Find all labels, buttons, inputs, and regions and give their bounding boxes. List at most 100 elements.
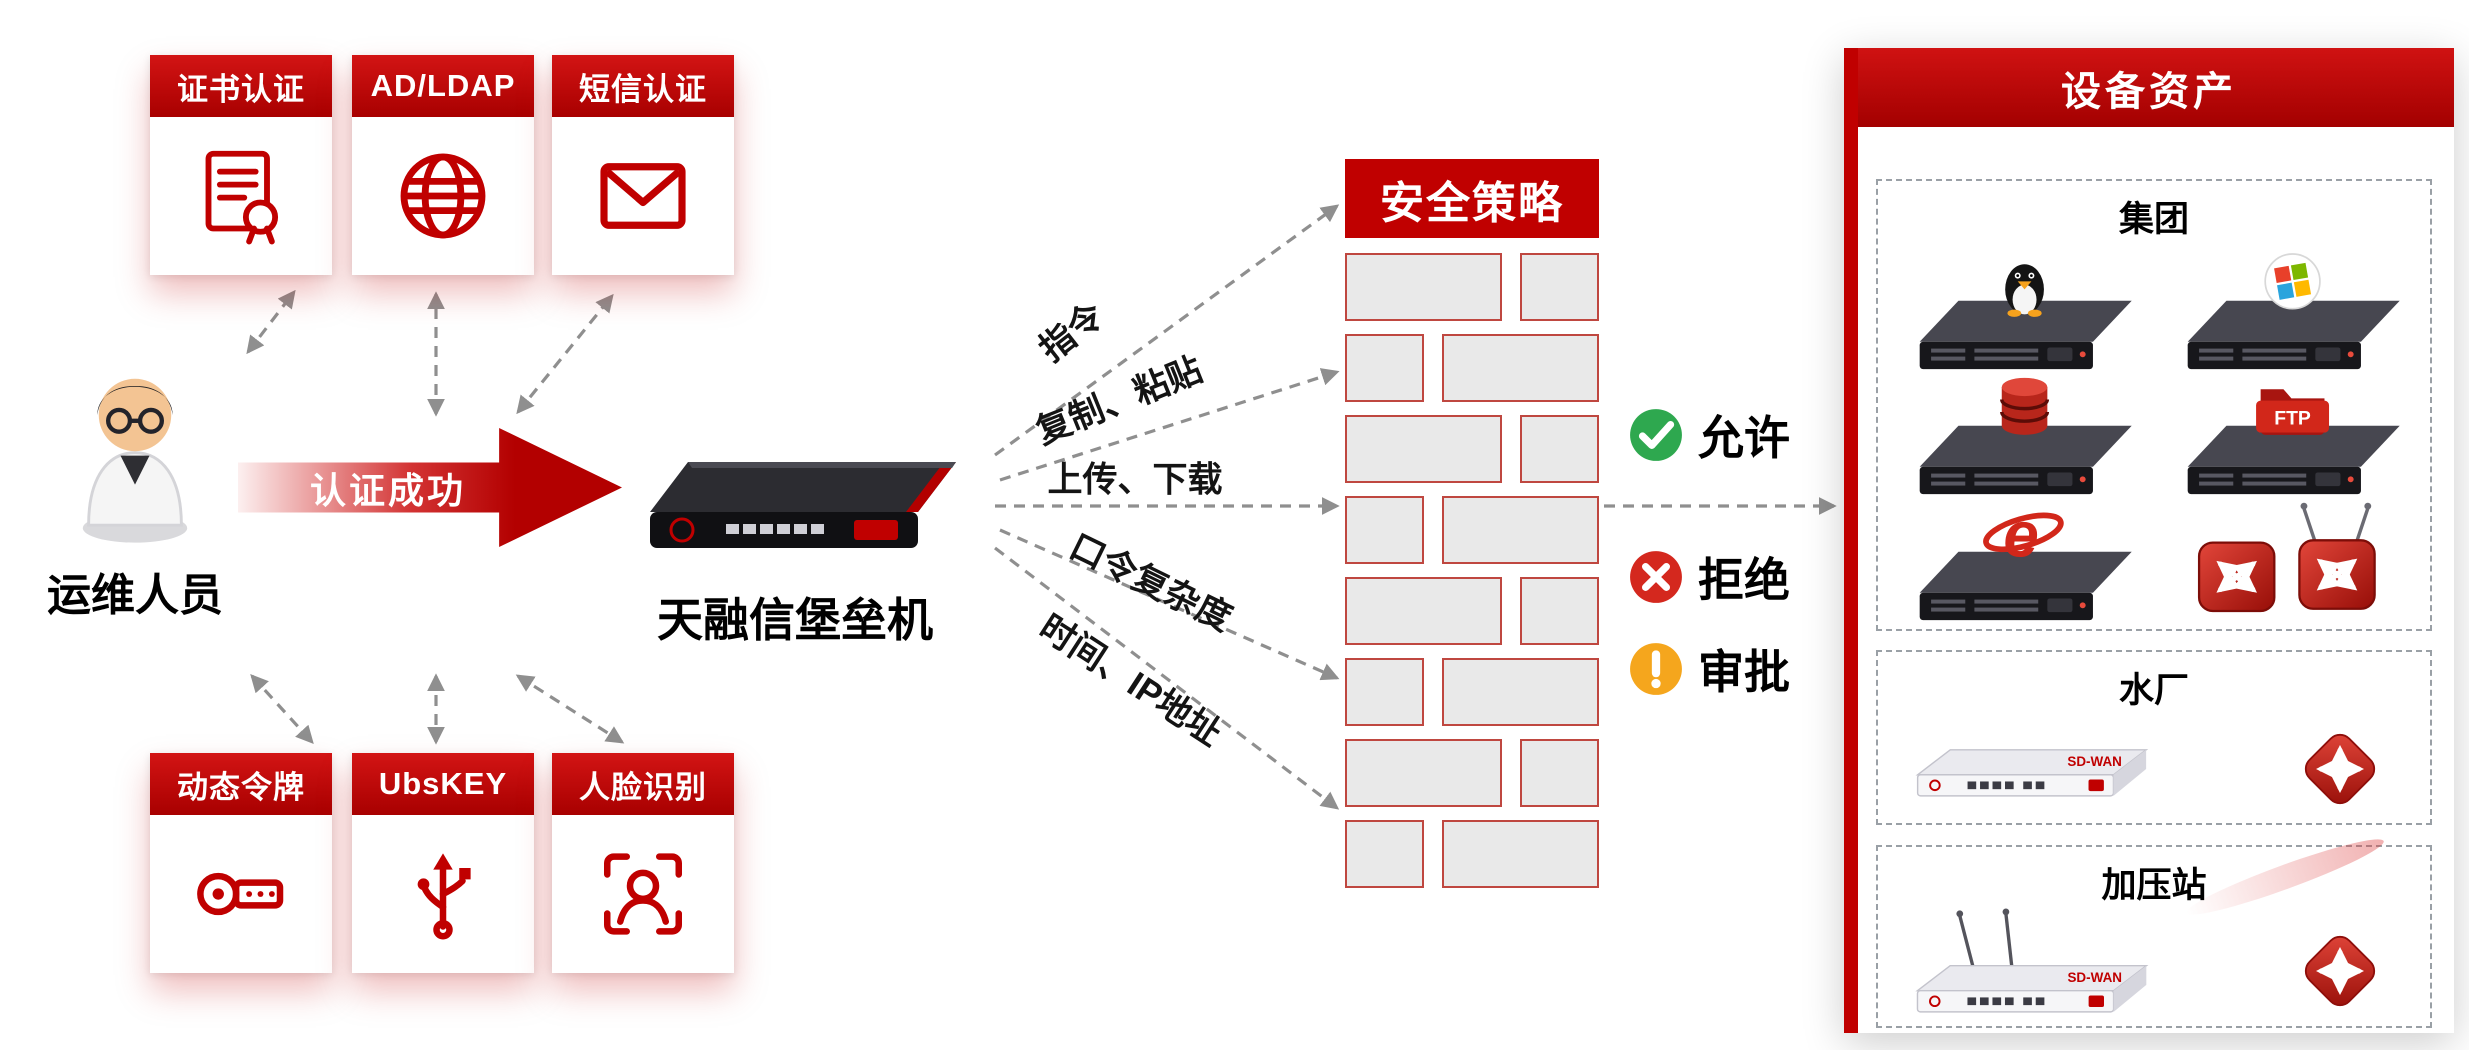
assets-panel-accent-stripe [1844, 48, 1858, 1033]
asset-group-jituan: 集团 [1876, 179, 2432, 631]
asset-group-shuichang: 水厂 SD-WAN [1876, 650, 2432, 825]
auth-card-ubskey: UbsKEY [352, 753, 534, 973]
security-wall-bricks [1345, 238, 1599, 888]
ie-badge-text: e [2003, 498, 2039, 570]
security-wall: 安全策略 [1345, 159, 1599, 904]
arrow-bastion-wall-command [994, 204, 1340, 457]
asset-group-shuichang-row: SD-WAN [1878, 713, 2430, 839]
arrow-person-sms [516, 293, 614, 415]
allow-check-icon [1630, 409, 1682, 461]
mail-icon [600, 163, 686, 229]
globe-icon [400, 153, 486, 239]
ftp-server-icon: FTP [2187, 389, 2400, 495]
brick [1345, 739, 1503, 807]
decision-approve-label: 审批 [1698, 646, 1790, 698]
arrow-bastion-wall-timeip [994, 546, 1340, 810]
brick [1345, 577, 1503, 645]
router-cube-1 [2197, 541, 2276, 612]
router-cube-2 [2298, 502, 2376, 610]
operator-label: 运维人员 [47, 571, 223, 620]
bastion-device-icon [650, 450, 968, 548]
ie-badge: e [1983, 498, 2064, 570]
windows-badge [2264, 253, 2321, 310]
brick [1345, 253, 1503, 321]
brick [1345, 415, 1503, 483]
linux-server-icon [1919, 264, 2132, 370]
decision-allow: 允许 [1628, 402, 1790, 468]
auth-card-face: 人脸识别 [552, 753, 734, 973]
bastion-figure: 天融信堡垒机 [600, 432, 990, 650]
operator-person-icon [82, 378, 188, 543]
firewall-diamond-icon [2304, 935, 2376, 1006]
brick [1441, 334, 1599, 402]
sdwan-wireless-device-icon: SD-WAN [1915, 908, 2149, 1013]
firewall-diamond-icon [2304, 733, 2376, 805]
brick [1441, 820, 1599, 888]
auth-card-adldap-body [352, 117, 534, 275]
brick [1520, 253, 1599, 321]
windows-server-icon [2187, 253, 2400, 370]
assets-panel: 设备资产 集团 [1844, 48, 2454, 1033]
auth-success-label: 认证成功 [310, 469, 467, 511]
decision-deny-label: 拒绝 [1698, 554, 1790, 606]
arrow-bastion-wall-copypaste [999, 368, 1340, 482]
database-server-icon [1919, 378, 2132, 495]
brick [1520, 577, 1599, 645]
brick [1441, 658, 1599, 726]
sparkles [665, 450, 968, 542]
auth-card-certificate-title: 证书认证 [150, 55, 332, 117]
decision-allow-label: 允许 [1698, 412, 1790, 464]
auth-card-certificate-body [150, 117, 332, 275]
router-cubes-icon [2197, 502, 2376, 612]
sdwan-badge-text: SD-WAN [2067, 970, 2122, 985]
face-recognition-icon [604, 853, 682, 935]
asset-group-jituan-grid: FTP e [1878, 242, 2430, 632]
approve-exclaim-icon [1630, 643, 1682, 695]
auth-card-face-title: 人脸识别 [552, 753, 734, 815]
usb-key-icon [417, 853, 471, 940]
auth-card-adldap: AD/LDAP [352, 55, 534, 275]
auth-card-sms-title: 短信认证 [552, 55, 734, 117]
brick [1345, 658, 1424, 726]
ie-server-icon: e [1919, 498, 2132, 620]
brick [1345, 820, 1424, 888]
arrow-person-face [515, 674, 625, 744]
brick [1345, 334, 1424, 402]
sdwan-chassis: SD-WAN [1915, 964, 2149, 1013]
sdwan-badge-text: SD-WAN [2067, 754, 2122, 769]
certificate-icon [205, 150, 279, 245]
ftp-badge-text: FTP [2274, 408, 2311, 430]
decision-deny: 拒绝 [1628, 544, 1790, 610]
security-wall-title: 安全策略 [1345, 159, 1599, 238]
auth-card-certificate: 证书认证 [150, 55, 332, 275]
brick [1520, 415, 1599, 483]
decision-approve: 审批 [1628, 636, 1790, 702]
ftp-badge: FTP [2256, 389, 2330, 436]
brick [1520, 739, 1599, 807]
sdwan-device-icon: SD-WAN [1915, 749, 2149, 797]
auth-card-ubskey-title: UbsKEY [352, 753, 534, 815]
arrow-bastion-wall-password [999, 528, 1340, 681]
asset-group-jiayazhan: 加压站 SD-WAN [1876, 829, 2432, 1028]
asset-group-shuichang-label: 水厂 [2118, 671, 2189, 710]
asset-group-jituan-label: 集团 [2118, 200, 2189, 239]
brick [1345, 496, 1424, 564]
bastion-label: 天融信堡垒机 [657, 594, 933, 646]
linux-penguin-badge [2005, 264, 2044, 317]
auth-card-otp-token-body [150, 815, 332, 973]
auth-card-otp-token-title: 动态令牌 [150, 753, 332, 815]
arrow-person-token [250, 674, 314, 744]
asset-group-jiayazhan-row: SD-WAN [1878, 908, 2430, 1047]
auth-card-otp-token: 动态令牌 [150, 753, 332, 973]
auth-card-sms-body [552, 117, 734, 275]
auth-card-ubskey-body [352, 815, 534, 973]
brick [1441, 496, 1599, 564]
auth-card-face-body [552, 815, 734, 973]
auth-card-sms: 短信认证 [552, 55, 734, 275]
database-badge [2000, 378, 2050, 436]
sdwan-chassis: SD-WAN [1915, 749, 2149, 797]
deny-cross-icon [1630, 551, 1682, 603]
policy-label-updown: 上传、下载 [1047, 460, 1223, 500]
